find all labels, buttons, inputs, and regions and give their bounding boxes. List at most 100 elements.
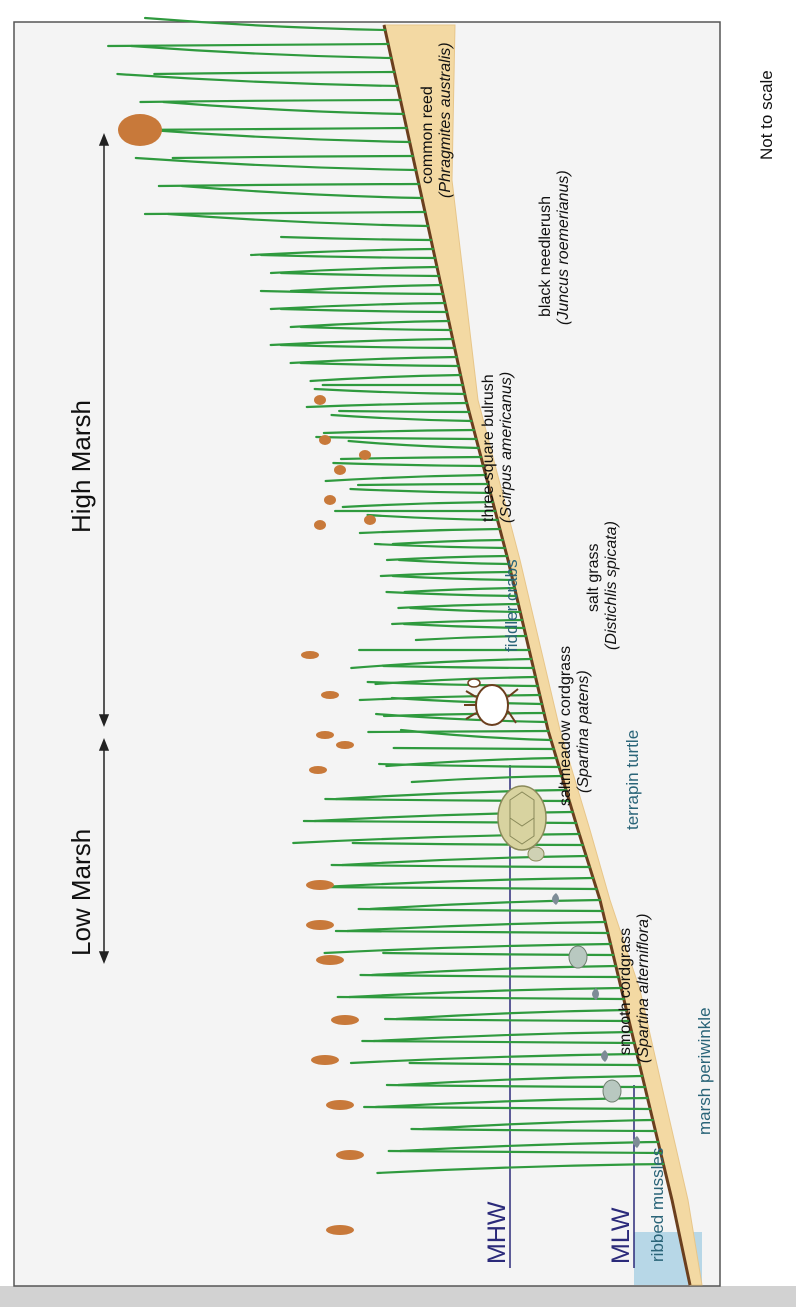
seed-head-54 (314, 520, 326, 530)
grass-blade-118 (363, 1105, 652, 1111)
plant-label-salt-grass: salt grass (585, 544, 602, 612)
grass-blade-121 (398, 1140, 660, 1153)
grass-blade-29 (289, 355, 458, 365)
grass-blade-114 (408, 1061, 641, 1067)
grass-blade-102 (334, 929, 610, 935)
grass-blade-120 (410, 1127, 657, 1133)
terrapin-turtle-illustration (497, 785, 547, 862)
shellfish (552, 893, 640, 1148)
grass-blade-101 (346, 920, 607, 933)
seed-head-124 (306, 880, 334, 890)
grass-blade-99 (368, 898, 602, 911)
plant-latin-salt-grass: (Distichlis spicata) (603, 521, 620, 650)
grass-blade-78 (367, 729, 550, 734)
mhw-label: MHW (483, 1201, 511, 1264)
grass-blade-6 (162, 100, 405, 116)
grass-blade-43 (356, 482, 490, 487)
fiddler-crabs-label: fiddler crabs (502, 559, 521, 652)
seed-head-84 (301, 651, 319, 659)
plant-latin-three-square-bulrush: (Scirpus americanus) (498, 372, 515, 523)
seed-head-85 (321, 691, 339, 699)
grass-blade-94 (351, 841, 584, 847)
seed-head-131 (326, 1225, 354, 1235)
grass-blade-20 (279, 271, 441, 278)
grass-blade-97 (319, 876, 595, 889)
grass-blade-7 (125, 126, 408, 132)
grass-blade-119 (421, 1118, 654, 1131)
grass-blade-67 (402, 622, 526, 630)
grass-blade-96 (330, 863, 591, 869)
grass-blade-27 (269, 337, 454, 347)
grass-blade-83 (410, 774, 563, 784)
grass-blade-103 (323, 942, 612, 955)
ribbed-mussles-label: ribbed mussles (648, 1148, 667, 1262)
scale-note: Not to scale (757, 70, 776, 160)
grass-blade-36 (330, 413, 473, 423)
grass-blade-40 (339, 455, 483, 461)
seed-head-126 (316, 955, 344, 965)
plant-latin-black-needlerush: (Juncus roemerianus) (555, 170, 572, 325)
grass-blade-100 (357, 907, 604, 913)
zone-arrows (98, 132, 110, 965)
plant-label-common-reed: common reed (419, 86, 436, 184)
seed-head-88 (309, 766, 327, 774)
grass-blade-112 (361, 1039, 636, 1045)
seed-head-51 (334, 465, 346, 475)
grass-blade-89 (334, 788, 568, 801)
grass-blade-16 (279, 235, 433, 242)
marsh-periwinkle-2 (602, 1079, 622, 1103)
grass-blade-106 (359, 973, 620, 979)
marsh-vegetation (107, 16, 665, 1175)
grass-blade-48 (358, 527, 501, 535)
grass-blade-28 (279, 343, 456, 350)
grass-blade-34 (305, 401, 468, 409)
grass-blade-122 (387, 1149, 662, 1155)
grass-blade-98 (309, 885, 598, 891)
grass-blade-11 (157, 182, 420, 188)
seed-head-128 (311, 1055, 339, 1065)
grass-blade-59 (397, 558, 511, 566)
grass-blade-111 (372, 1030, 633, 1043)
plant-label-three-square-bulrush: three-square bulrush (480, 374, 497, 522)
grass-blade-14 (166, 212, 430, 228)
plant-label-smooth-cordgrass: smooth cordgrass (617, 928, 634, 1055)
grass-blade-19 (269, 265, 439, 275)
grass-blade-68 (414, 634, 527, 642)
fiddler-crab-illustration (464, 678, 519, 726)
grass-blade-42 (324, 473, 487, 483)
seed-head-15 (118, 114, 162, 146)
grass-blade-115 (397, 1074, 644, 1087)
low-marsh-arrow-head-top (98, 737, 110, 751)
grass-blade-21 (289, 283, 443, 293)
grass-blade-123 (376, 1162, 665, 1175)
seed-head-53 (324, 495, 336, 505)
plant-label-saltmeadow-cordgrass: saltmeadow cordgrass (557, 646, 574, 806)
ribbed-mussel-2 (592, 988, 599, 1000)
grass-blade-18 (259, 253, 437, 260)
grass-blade-57 (373, 542, 506, 550)
grass-blade-9 (171, 154, 414, 160)
grass-blade-37 (322, 428, 475, 435)
bottom-band (0, 1286, 796, 1307)
grass-blade-110 (383, 1017, 631, 1023)
grass-blade-8 (148, 128, 411, 144)
grass-blade-47 (366, 513, 499, 522)
seed-heads (118, 114, 376, 1235)
grass-blade-77 (375, 712, 548, 724)
grass-blade-23 (269, 301, 446, 311)
grass-blade-30 (299, 361, 460, 368)
grass-blade-24 (279, 307, 448, 314)
high-marsh-arrow-head-bottom (98, 714, 110, 728)
low-marsh-arrow-head-bottom (98, 951, 110, 965)
grass-blade-26 (299, 325, 452, 332)
grass-blade-2 (130, 44, 393, 60)
high-marsh-arrow-head-top (98, 132, 110, 146)
seed-head-49 (314, 395, 326, 405)
grass-blade-71 (382, 664, 535, 670)
mlw-label: MLW (607, 1207, 635, 1264)
seed-head-129 (326, 1100, 354, 1110)
grass-blade-31 (309, 373, 462, 383)
grass-blade-38 (315, 435, 478, 441)
grass-blade-12 (180, 184, 424, 200)
